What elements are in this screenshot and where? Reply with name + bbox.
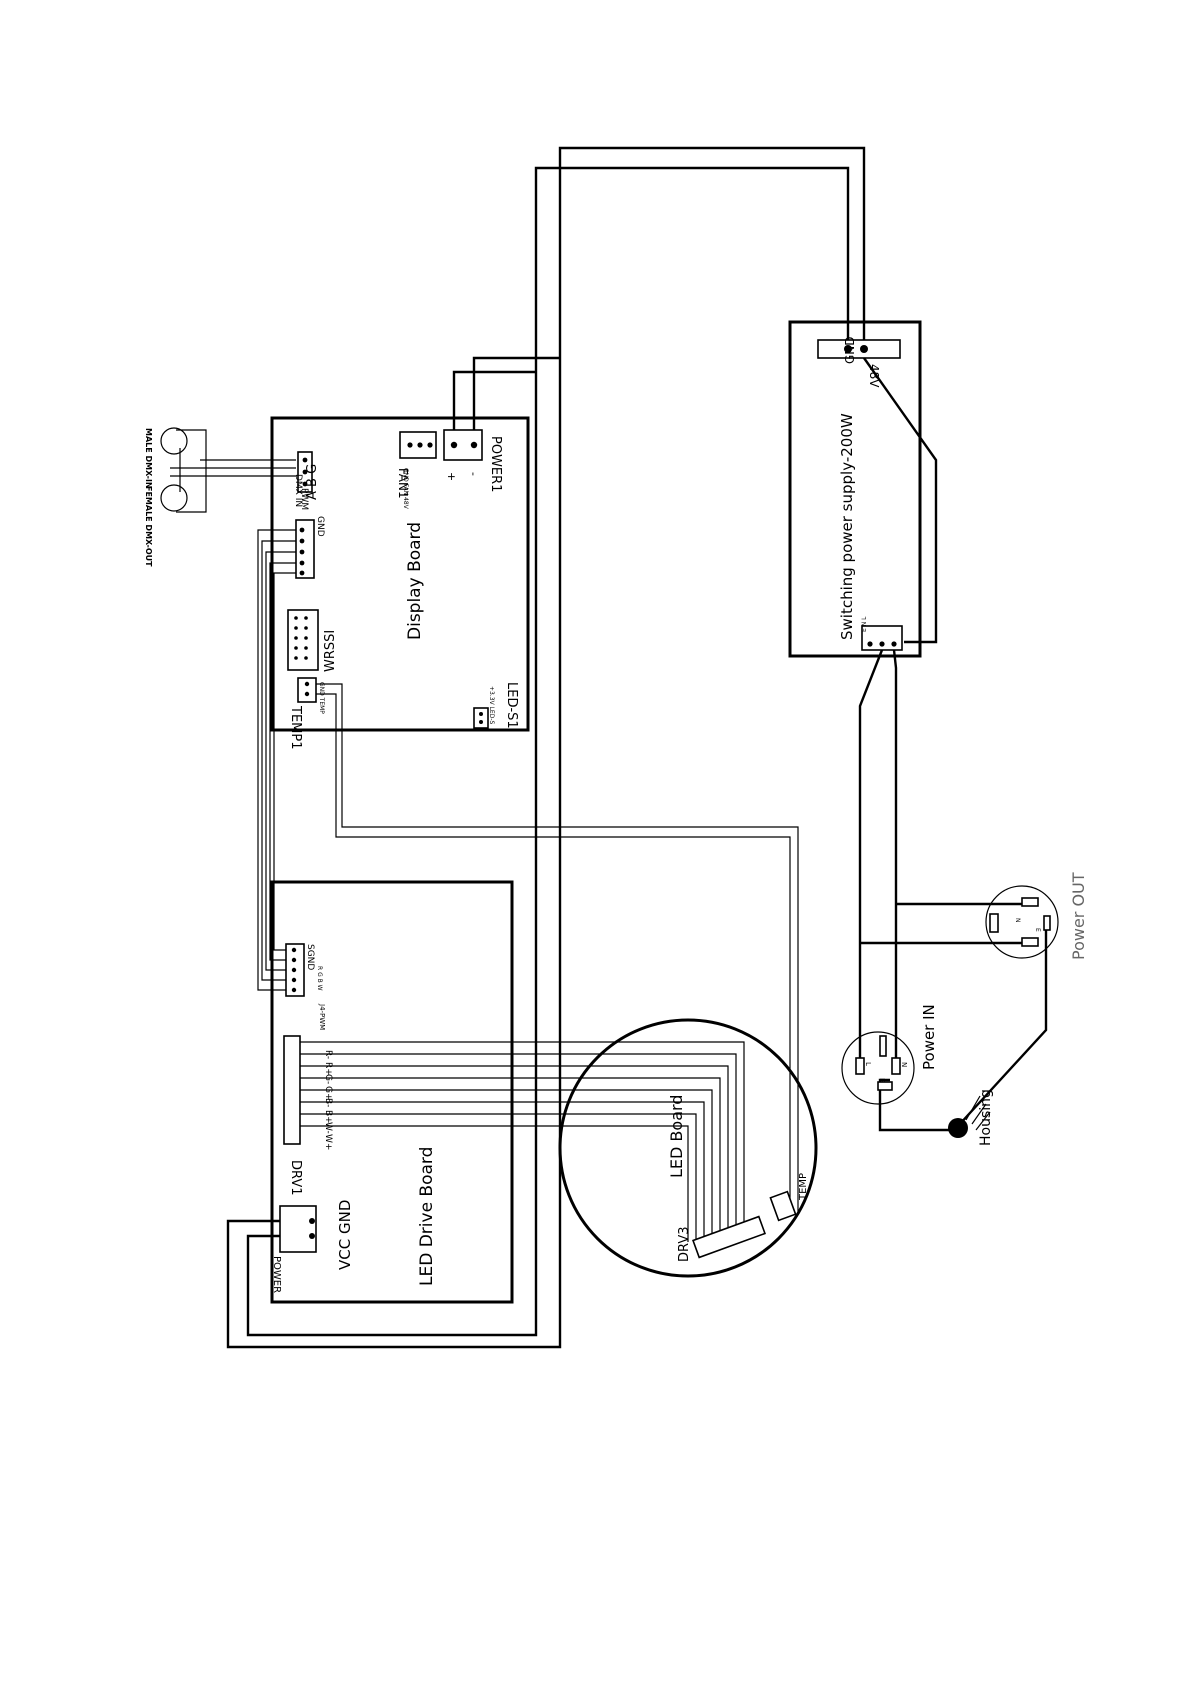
wrssi-pins — [294, 616, 308, 660]
led-temp-connector — [769, 1190, 797, 1222]
temp1-pins-label: GND TEMP — [318, 682, 325, 714]
led-board-outline — [558, 1018, 818, 1278]
channel-label: W+ — [323, 1134, 333, 1150]
display-gnd-label: GND — [315, 516, 325, 537]
psu-title: Switching power supply-200W — [838, 413, 856, 640]
led-s1-connector — [473, 707, 489, 729]
xlr-female-circle — [160, 484, 188, 512]
led-board: LED Board DRV3 TEMP — [558, 1018, 818, 1278]
housing-ground-dot — [948, 1118, 968, 1138]
channel-label: G+ — [323, 1086, 333, 1101]
display-board-title: Display Board — [405, 522, 425, 640]
xlr-female-label: FEMALE DMX-OUT — [144, 486, 153, 567]
power-out-circle — [985, 885, 1059, 959]
ac-wires — [858, 649, 1048, 1132]
drv3-label: DRV3 — [677, 1227, 692, 1263]
drive-power-label: POWER — [271, 1256, 282, 1293]
channel-label: B- — [323, 1098, 333, 1107]
temp-wires — [316, 683, 799, 1214]
channel-label: B+ — [323, 1110, 333, 1124]
xlr-connectors: MALE DMX-IN FEMALE DMX-OUT — [144, 427, 296, 567]
psu-output-terminal — [817, 339, 901, 359]
temp1-label: TEMP1 — [288, 705, 303, 749]
power1-minus: - — [467, 472, 480, 476]
power-out-pin: E — [1034, 928, 1041, 932]
main-power-wires — [226, 146, 866, 1349]
channel-label: G- — [323, 1074, 333, 1084]
j4-pwm-label: J4-PWM — [318, 1003, 326, 1030]
display-board: Display Board DMX IN A B G PWM GND FAN1 … — [270, 416, 530, 749]
drv1-connector — [283, 1035, 301, 1145]
drv1-channel-labels: R- R+ G- G+ B- B+ W- W+ — [323, 1050, 333, 1150]
display-board-outline — [270, 416, 530, 732]
signal-connector — [295, 519, 315, 579]
pwm-label: PWM — [299, 488, 309, 510]
power-out-socket: N E Power OUT — [985, 872, 1088, 960]
led-temp-label: TEMP — [798, 1173, 809, 1201]
drv1-label: DRV1 — [288, 1160, 303, 1196]
led-drive-board: LED Drive Board SGND R G B W J4-PWM DRV1… — [270, 880, 514, 1304]
temp1-connector — [297, 677, 317, 703]
dmx-in-label: DMX IN — [293, 474, 303, 507]
drive-power-connector — [279, 1205, 317, 1253]
wrssi-label: WRSSI — [323, 630, 338, 672]
power-in-socket: L N E Power IN — [841, 1004, 938, 1105]
channel-label: R+ — [323, 1062, 333, 1076]
fan1-label: FAN1 — [396, 468, 410, 499]
power-in-label: Power IN — [920, 1004, 938, 1070]
led-s1-label: LED-S1 — [504, 682, 519, 729]
vcc-gnd-label: VCC GND — [336, 1200, 354, 1270]
psu-gnd-label: GND — [843, 336, 857, 364]
power-in-circle — [841, 1031, 915, 1105]
led-drive-board-title: LED Drive Board — [417, 1147, 437, 1286]
drv-wires — [300, 1041, 745, 1242]
xlr-male-circle — [160, 427, 188, 455]
power1-plus: + — [445, 472, 458, 481]
power-in-pin: N — [900, 1062, 908, 1067]
power-in-pin: L — [864, 1062, 872, 1066]
fan1-pins-label: GND FAN 48V — [402, 468, 409, 510]
power-out-pin: N — [1014, 918, 1021, 923]
drive-rgbw-label: R G B W — [316, 966, 323, 991]
power-in-pin: E — [878, 1078, 886, 1082]
led-s1-pins-label: +3.3V LED-S — [488, 686, 495, 725]
xlr-male-label: MALE DMX-IN — [144, 428, 153, 489]
signal-bundle — [257, 529, 296, 991]
wrssi-connector — [287, 609, 319, 671]
channel-label: W- — [323, 1122, 333, 1134]
abg-label: A B G — [305, 464, 320, 500]
psu-outline — [788, 320, 922, 658]
drive-sgnd-label: SGND — [305, 944, 315, 970]
led-drive-board-outline — [270, 880, 514, 1304]
housing-label: Housing — [978, 1089, 994, 1146]
psu-in-pins-label: E N L — [861, 616, 868, 632]
switching-psu: GND 48V Switching power supply-200W E N … — [788, 320, 938, 658]
led-board-title: LED Board — [667, 1095, 686, 1178]
psu-48v-label: 48V — [867, 364, 881, 388]
housing-ground: Housing — [948, 1089, 994, 1146]
power1-label: POWER1 — [488, 436, 503, 492]
drv3-connector — [692, 1215, 766, 1259]
power-out-label: Power OUT — [1069, 872, 1088, 960]
